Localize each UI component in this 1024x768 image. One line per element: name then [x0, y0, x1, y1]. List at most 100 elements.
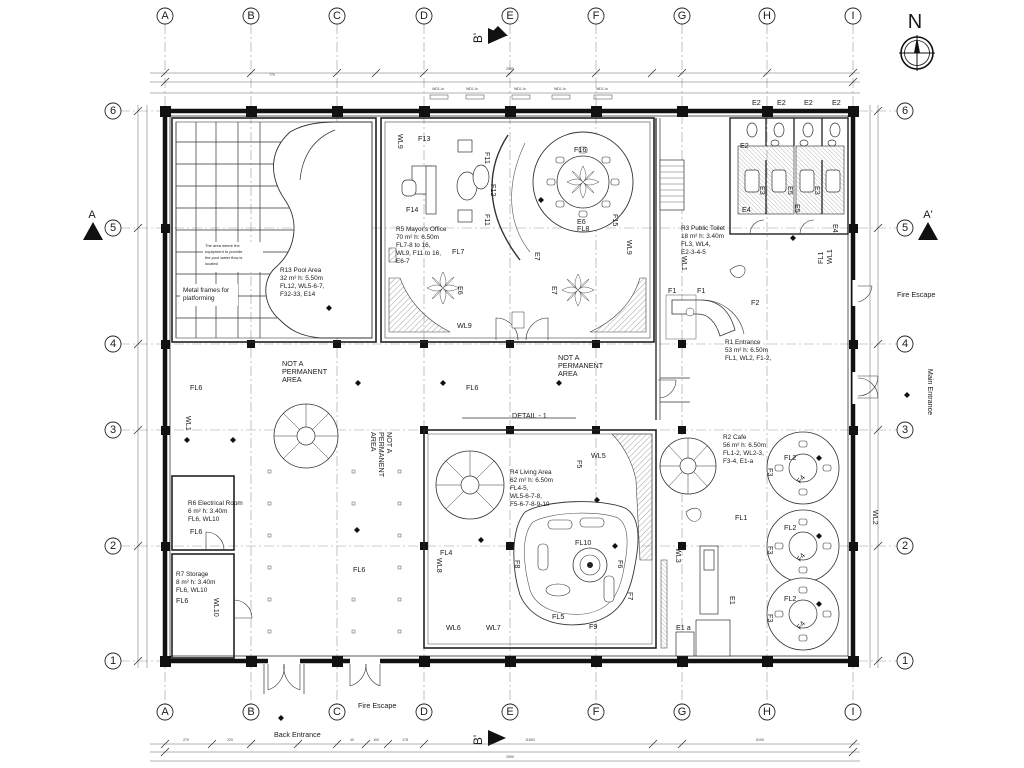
section-b-prime-top: B'	[471, 33, 485, 43]
tag-e5-1: E5	[786, 186, 795, 195]
north-arrow-icon: N	[899, 11, 935, 71]
svg-text:The area where the equip: The area where the equipment to provide …	[205, 242, 244, 266]
tag-f3-2: F3	[766, 546, 775, 554]
room-r7-storage: R7 Storage 8 m² h: 3.40m FL6, WL10 FL6 W…	[171, 553, 253, 659]
dim-bottom-2: 11800	[525, 738, 535, 742]
tag-fl4: FL4	[440, 548, 452, 557]
r7-name: R7 Storage	[176, 571, 209, 578]
grid-col-h-bottom: H	[763, 706, 771, 718]
r7-finishes: FL6, WL10	[176, 587, 208, 594]
r1-name: R1 Entrance	[725, 339, 761, 346]
r4-finishes-1: FL4-5,	[510, 485, 529, 492]
tag-e7-bottom: E7	[550, 286, 559, 295]
r1-finishes: FL1, WL2, F1-2,	[725, 355, 771, 362]
dimension-lines-top: 770 2590 WD1-In WD1-In WD1-In WD1-In WD1…	[150, 67, 860, 94]
r2-area: 56 m² h: 6.50m	[723, 442, 766, 449]
tag-f12: F12	[489, 184, 498, 196]
r13-finishes-1: FL12, WL5-6-7,	[280, 283, 325, 290]
not-permanent-3-l2: PERMANENT	[377, 432, 386, 478]
grid-col-c: C	[333, 10, 341, 22]
r13-note-3: the pool water flow is	[205, 255, 242, 260]
tag-f9: F9	[589, 622, 597, 631]
r1-area: 53 m² h: 6.50m	[725, 347, 768, 354]
r4-finishes-3: F5-6-7-8-9-10	[510, 501, 550, 508]
tag-fl6-r6: FL6	[190, 527, 202, 536]
tag-fl2-2: FL2	[784, 523, 796, 532]
grid-col-i: I	[851, 10, 854, 22]
tag-fl2-1: FL2	[784, 453, 796, 462]
grid-row-1: 1	[110, 655, 116, 667]
dim-top-4: WD1-In	[466, 87, 478, 91]
dimension-lines-sides	[133, 105, 883, 668]
r4-area: 62 m² h: 6.50m	[510, 477, 553, 484]
structural-columns	[160, 106, 859, 667]
r6-finishes: FL6, WL10	[188, 516, 220, 523]
dim-top-7: WD1-In	[596, 87, 608, 91]
r2-name: R2 Cafe	[723, 434, 747, 441]
tag-e5-2: E5	[793, 204, 802, 213]
dim-top-1: 770	[269, 73, 275, 77]
svg-text:R13 Pool Area 32 m² h: 5: R13 Pool Area 32 m² h: 5.50m FL12, WL5-6…	[280, 267, 326, 298]
tag-wl2: WL2	[871, 510, 880, 525]
tag-wl10: WL10	[212, 598, 221, 617]
r5-area: 70 m² h: 6.50m	[396, 234, 439, 241]
room-r4-living-area: R4 Living Area 62 m² h: 6.50m FL4-5, WL5…	[423, 429, 668, 649]
r13-note-2: equipment to provide	[205, 249, 243, 254]
tag-e1: E1	[728, 596, 737, 605]
spiral-stair-living	[435, 450, 505, 520]
tag-f3-1: F3	[766, 468, 775, 476]
tag-e7-top: E7	[533, 252, 542, 261]
r4-finishes-2: WL5-6-7-8,	[510, 493, 542, 500]
grid-col-d-bottom: D	[420, 706, 428, 718]
grid-row-6-right: 6	[902, 105, 908, 117]
grid-row-3: 3	[110, 424, 116, 436]
room-r3-public-toilet: E2 E2 E2 E2 E2 E3 E3 E4 E4 E5 E5 R3 Publ…	[681, 98, 849, 256]
grid-col-f-bottom: F	[593, 706, 600, 718]
tag-wl1-hall: WL1	[184, 416, 193, 431]
cafe-table-3	[766, 577, 840, 651]
r7-area: 8 m² h: 3.40m	[176, 579, 215, 586]
grid-bubbles-left: 6 5 4 3 2 1	[104, 102, 122, 670]
r6-name: R6 Electrical Room	[188, 500, 243, 507]
back-entrance-door	[263, 658, 305, 694]
r5-name: R5 Mayor's Office	[396, 226, 447, 233]
room-r1-entrance: F1 F1 F2 WL1 FL1 WL1 R1 Entrance 53 m² h…	[655, 118, 935, 420]
tag-fl1-r1: FL1	[816, 252, 825, 264]
grid-col-e-bottom: E	[506, 706, 513, 718]
main-entrance: Main Entrance	[926, 369, 935, 415]
living-sofa-island	[513, 501, 639, 626]
svg-text:NOT A PERMANENT: NOT A PERMANENT AREA	[369, 432, 394, 479]
grid-col-b-bottom: B	[247, 706, 254, 718]
room-r6-electrical: R6 Electrical Room 6 m² h: 3.40m FL6, WL…	[171, 475, 243, 551]
tag-wl5: WL5	[591, 451, 606, 460]
r13-finishes-2: F32-33, E14	[280, 291, 316, 298]
tag-wl9-bottom: WL9	[457, 321, 472, 330]
grid-col-b: B	[247, 10, 254, 22]
r13-area: 32 m² h: 5.50m	[280, 275, 323, 282]
tag-wl8: WL8	[435, 558, 444, 573]
spiral-stair-cafe	[659, 437, 717, 495]
tag-f5: F5	[575, 460, 584, 468]
grid-col-d: D	[420, 10, 428, 22]
tag-fl7: FL7	[452, 247, 464, 256]
grid-row-2-right: 2	[902, 540, 908, 552]
not-permanent-1-l2: PERMANENT	[282, 367, 328, 376]
tag-f1-1: F1	[668, 286, 676, 295]
svg-text:Metal frames for platfor: Metal frames for platforming	[183, 287, 231, 302]
section-marker-a-left: A	[83, 209, 103, 240]
window-marks-top	[429, 94, 613, 100]
tag-f1-2: F1	[697, 286, 705, 295]
dim-bottom-1: 2590	[506, 755, 514, 759]
grid-row-1-right: 1	[902, 655, 908, 667]
section-a-left: A	[88, 209, 96, 221]
room-r5-mayors-office: R5 Mayor's Office 70 m² h: 6.50m FL7-8 t…	[380, 117, 655, 343]
spiral-stair-hall	[273, 403, 339, 469]
r3-finishes-1: FL3, WL4,	[681, 241, 711, 248]
grid-col-a-bottom: A	[161, 706, 169, 718]
grid-col-a: A	[161, 10, 169, 22]
svg-text:R5 Mayor's Office 70 m²: R5 Mayor's Office 70 m² h: 6.50m FL7-8 t…	[396, 226, 448, 265]
fire-escape-right: Fire Escape	[897, 290, 935, 299]
tag-fl1-cafe: FL1	[735, 513, 747, 522]
tag-e3-2: E3	[813, 186, 822, 195]
grid-col-g: G	[678, 10, 687, 22]
